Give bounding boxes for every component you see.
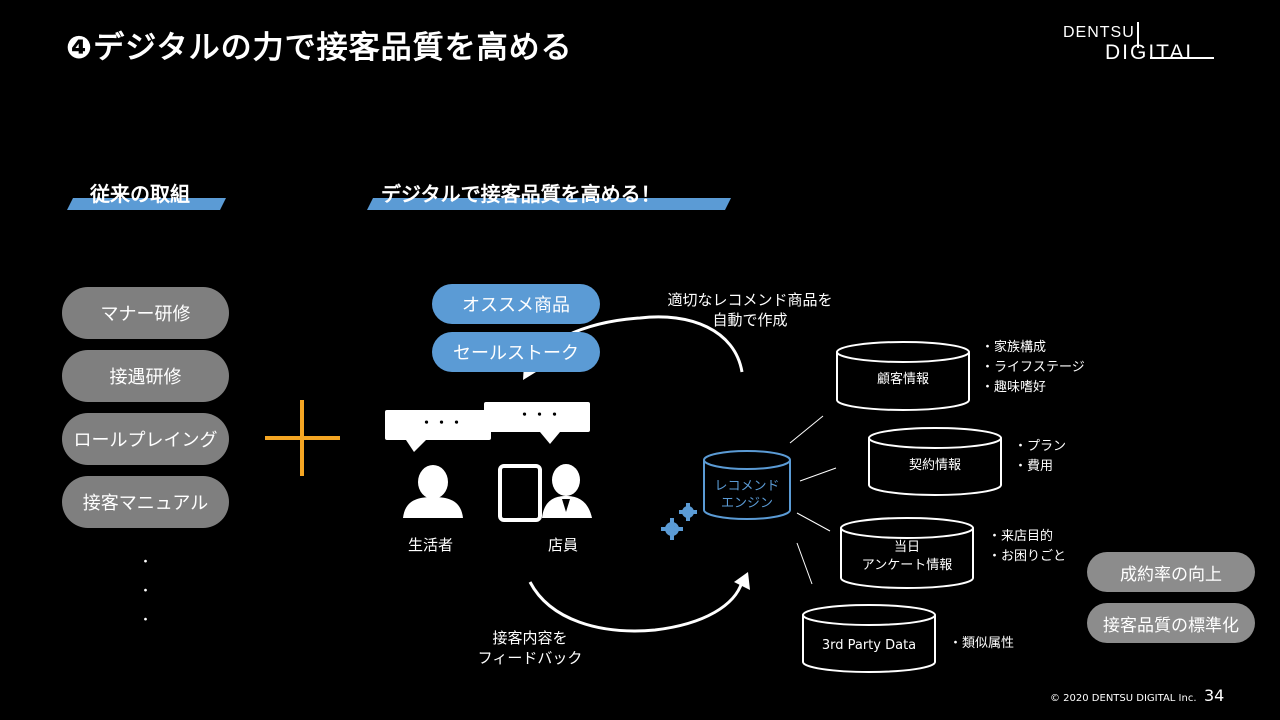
survey-info-notes: ・来店目的 ・お困りごと xyxy=(988,527,1066,567)
staff-icon xyxy=(542,464,592,518)
curved-arrow-icon-bottom xyxy=(528,572,750,633)
survey-info-db-label-line2: アンケート情報 xyxy=(861,558,953,573)
top-arrow-label-line2: 自動で作成 xyxy=(712,311,788,329)
note-item: ・趣味嗜好 xyxy=(981,380,1047,395)
recommended-product-pill: オススメ商品 xyxy=(432,284,600,324)
ellipsis-dot: ・ xyxy=(139,555,153,570)
recommend-engine-label-line2: エンジン xyxy=(720,496,773,511)
traditional-item-hospitality-training: 接遇研修 xyxy=(62,350,229,402)
note-item: ・家族構成 xyxy=(981,340,1047,355)
recommend-engine-label-line1: レコメンド xyxy=(714,479,780,494)
database-icon-3rdparty xyxy=(802,604,936,673)
third-party-db-label: 3rd Party Data xyxy=(821,638,917,653)
survey-info-db-label-line1: 当日 xyxy=(893,540,920,555)
right-section-title: デジタルで接客品質を高める！ xyxy=(381,182,661,206)
sales-talk-pill: セールストーク xyxy=(432,332,600,372)
note-item: ・費用 xyxy=(1014,459,1054,474)
recommend-engine-label: レコメンド エンジン xyxy=(704,478,790,512)
note-item: ・お困りごと xyxy=(988,549,1067,564)
ellipsis-dot: ・ xyxy=(139,584,153,599)
customer-info-db-label: 顧客情報 xyxy=(876,372,929,387)
note-item: ・ライフステージ xyxy=(981,360,1085,375)
page-number: 34 xyxy=(1204,686,1225,705)
speech-bubble-text-staff: ・・・ xyxy=(518,408,564,423)
database-icon-engine xyxy=(703,450,791,520)
slide-title: ❹デジタルの力で接客品質を高める xyxy=(66,30,573,66)
connector-lines xyxy=(789,415,837,585)
note-item: ・類似属性 xyxy=(949,636,1015,651)
right-title-bar xyxy=(367,198,731,210)
survey-info-db-label: 当日 アンケート情報 xyxy=(841,539,973,575)
third-party-notes: ・類似属性 xyxy=(949,634,1014,654)
speech-bubble-icon-customer xyxy=(385,410,491,452)
customer-info-notes: ・家族構成 ・ライフステージ ・趣味嗜好 xyxy=(981,338,1085,398)
contract-info-notes: ・プラン ・費用 xyxy=(1014,437,1066,477)
outcome-service-standardization: 接客品質の標準化 xyxy=(1087,603,1255,643)
top-arrow-label: 適切なレコメンド商品を 自動で作成 xyxy=(650,290,850,330)
traditional-item-manner-training: マナー研修 xyxy=(62,287,229,339)
database-icon-customer xyxy=(836,341,970,411)
gear-icon xyxy=(661,503,697,540)
customer-label: 生活者 xyxy=(408,536,454,554)
bottom-arrow-label: 接客内容を フィードバック xyxy=(460,628,600,668)
traditional-item-service-manual: 接客マニュアル xyxy=(62,476,229,528)
bottom-arrow-label-line1: 接客内容を xyxy=(492,629,568,647)
staff-label: 店員 xyxy=(548,536,579,554)
database-icon-contract xyxy=(868,427,1002,496)
copyright: © 2020 DENTSU DIGITAL Inc. xyxy=(1050,693,1197,704)
plus-icon xyxy=(265,400,340,476)
note-item: ・来店目的 xyxy=(988,529,1054,544)
top-arrow-label-line1: 適切なレコメンド商品を xyxy=(667,291,833,309)
traditional-item-roleplaying: ロールプレイング xyxy=(62,413,229,465)
tablet-icon xyxy=(498,464,542,522)
ellipsis-dot: ・ xyxy=(139,613,153,628)
speech-bubble-text-customer: ・・・ xyxy=(420,416,466,431)
person-icon xyxy=(403,465,463,518)
speech-bubble-icon-staff xyxy=(484,402,590,444)
left-section-title: 従来の取組 xyxy=(90,182,190,206)
bottom-arrow-label-line2: フィードバック xyxy=(477,649,583,667)
note-item: ・プラン xyxy=(1014,439,1067,454)
logo-dentsu: DENTSU xyxy=(1063,24,1135,41)
outcome-conversion-rate: 成約率の向上 xyxy=(1087,552,1255,592)
database-icon-survey xyxy=(840,517,974,589)
left-title-bar xyxy=(67,198,226,210)
contract-info-db-label: 契約情報 xyxy=(908,458,961,473)
